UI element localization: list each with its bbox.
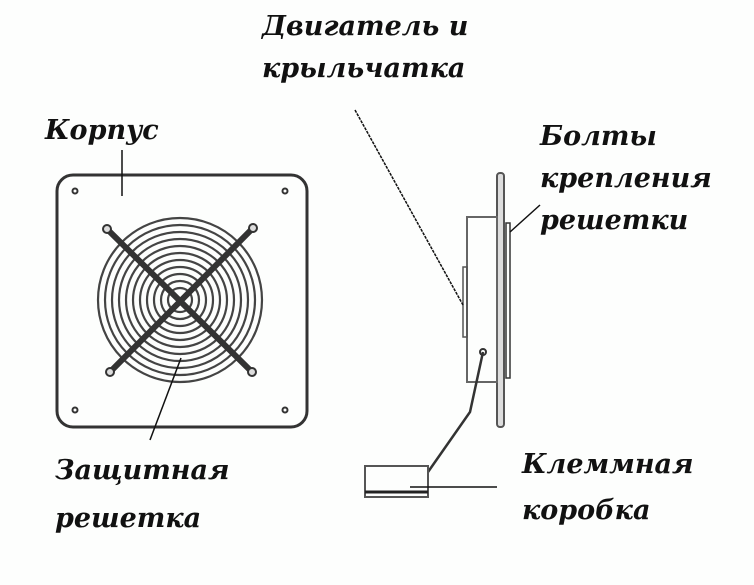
label-motor-line1: Двигатель и [262, 11, 469, 42]
grille-ring [124, 244, 236, 356]
grille-cross [104, 225, 256, 375]
grille-ring [145, 265, 215, 335]
label-housing: Корпус [45, 115, 159, 146]
grille-ring [152, 272, 208, 328]
label-bolts-line3: решетки [540, 205, 689, 236]
grille-bolt-strip [505, 222, 511, 379]
grille-ring [110, 230, 250, 370]
grille-ring [166, 286, 194, 314]
grille-ring [159, 279, 201, 321]
label-grille-line2: решетка [55, 503, 202, 534]
mounting-holes [71, 187, 289, 414]
label-motor-line2: крыльчатка [262, 53, 466, 84]
protective-grille [96, 216, 264, 384]
leader-lines [121, 109, 541, 488]
housing-panel [55, 173, 309, 429]
front-view [55, 173, 309, 429]
side-view [364, 172, 511, 498]
label-terminal-line1: Клеммная [522, 449, 694, 480]
label-grille-line1: Защитная [55, 455, 230, 486]
grille-ring [138, 258, 222, 342]
motor-bracket [462, 266, 468, 338]
label-terminal-line2: коробка [522, 495, 651, 526]
mounting-plate [496, 172, 505, 428]
label-bolts-line1: Болты [540, 121, 657, 152]
grille-ring [96, 216, 264, 384]
cable [426, 351, 485, 473]
label-bolts-line2: крепления [540, 163, 712, 194]
grille-ring [103, 223, 257, 377]
terminal-box [364, 465, 429, 498]
grille-ring [131, 251, 229, 349]
